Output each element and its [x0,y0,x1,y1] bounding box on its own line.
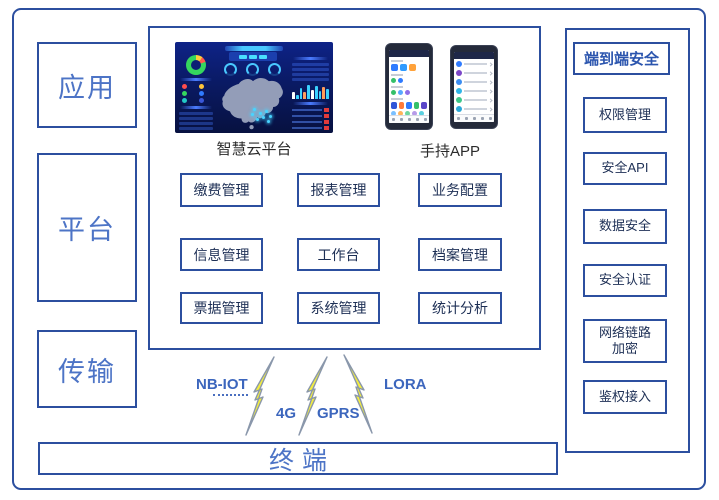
phone-tabbar [389,115,429,123]
metric-banner-graphic [228,52,277,61]
phone-statusbar [454,52,494,59]
layer-box-platform: 平台 [37,153,137,302]
terminal-bar: 终端 [38,442,558,475]
phone-statusbar [389,50,429,57]
security-item-access: 鉴权接入 [583,380,667,414]
handheld-app-screenshot-list [450,45,498,129]
module-info-management: 信息管理 [180,238,263,271]
module-system-management: 系统管理 [297,292,380,324]
network-label-gprs: GPRS [317,405,360,422]
diagram-border [12,8,706,490]
layer-label-application: 应用 [58,72,116,103]
china-map-graphic [222,77,283,130]
lightning-bolt-icon [245,356,275,436]
security-item-auth: 安全认证 [583,264,667,297]
dashboard-left-panel [178,54,214,130]
phone-tabbar [454,114,494,122]
security-title: 端到端安全 [573,42,670,75]
dashboard-screenshot [175,42,333,133]
terminal-label: 终端 [268,446,335,475]
dashboard-right-panel [291,54,330,130]
alert-list-graphic [291,108,330,130]
layer-label-transmission: 传输 [58,356,116,387]
app-caption: 手持APP [419,143,480,160]
status-dots-graphic [178,84,214,103]
module-workbench: 工作台 [297,238,380,271]
module-report-management: 报表管理 [297,173,380,207]
dashboard-center-panel [215,52,290,131]
gauge-icons [215,63,290,76]
security-container [565,28,690,453]
module-archive-management: 档案管理 [418,238,502,271]
module-payment-management: 缴费管理 [180,173,263,207]
network-label-lora: LORA [384,376,427,393]
donut-chart-graphic [186,55,206,75]
dashboard-list-left [178,112,214,130]
module-ticket-management: 票据管理 [180,292,263,324]
layer-box-application: 应用 [37,42,137,128]
handheld-app-screenshot-grid [385,43,433,130]
network-label-nbiot: NB-IOT [196,376,248,393]
security-item-data: 数据安全 [583,209,667,244]
module-statistics-analysis: 统计分析 [418,292,502,324]
lightning-bolt-icon [343,354,373,434]
layer-label-platform: 平台 [58,215,116,245]
security-item-link-encrypt: 网络链路 加密 [583,319,667,363]
dashboard-caption: 智慧云平台 [216,141,292,158]
dashboard-title-bar [225,46,283,51]
network-label-4g: 4G [276,405,297,422]
lightning-bolt-icon [298,356,328,436]
security-item-permission: 权限管理 [583,97,667,133]
bar-chart-graphic [292,83,329,99]
security-item-api: 安全API [583,152,667,185]
layer-box-transmission: 传输 [37,330,137,408]
module-business-config: 业务配置 [418,173,502,207]
